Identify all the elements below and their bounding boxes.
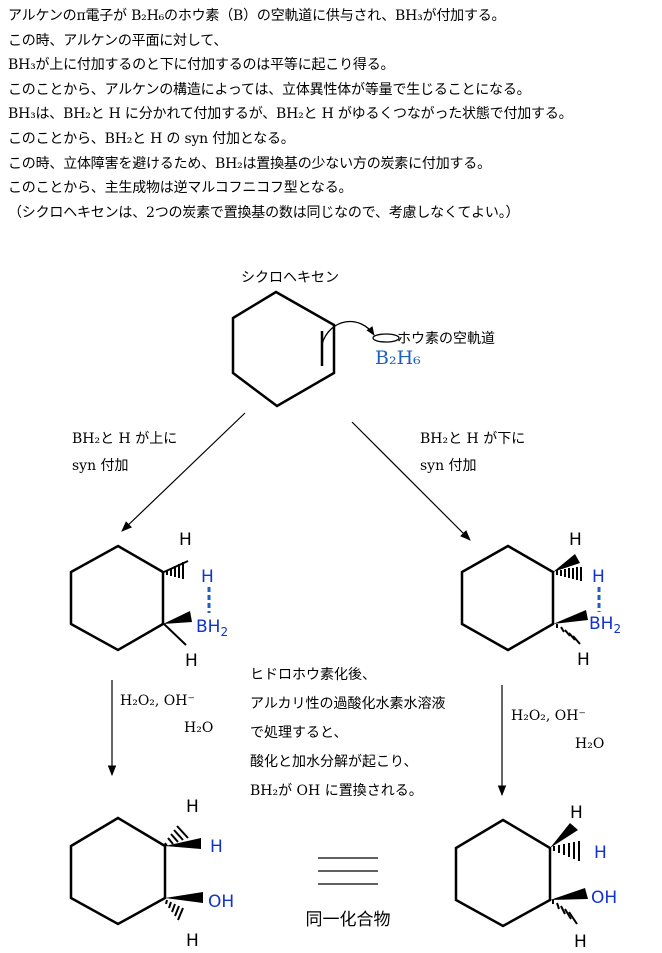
- process-note: で処理すると、: [250, 725, 347, 741]
- hashed-bond: [556, 567, 582, 581]
- right-branch-arrow: [351, 421, 471, 541]
- oxidation-reagents: H₂O: [184, 720, 213, 736]
- hydrogen-atom: H: [201, 567, 214, 587]
- hashed-bond: [164, 825, 189, 847]
- equivalence-symbol: [318, 857, 378, 885]
- wedge-bond: [553, 554, 580, 572]
- process-note: BH₂が OH に置換される。: [250, 783, 423, 799]
- wedge-bond: [553, 610, 588, 624]
- process-note: アルカリ性の過酸化水素水溶液: [250, 696, 445, 712]
- right-path-label: BH₂と H が下に: [420, 431, 525, 447]
- explanation-line: このことから、BH₂と H の syn 付加となる。: [8, 130, 295, 147]
- right-product-ring: [454, 818, 552, 928]
- process-note: 酸化と加水分解が起こり、: [250, 754, 417, 770]
- hashed-bond: [556, 624, 581, 645]
- bond-to-H: [163, 623, 187, 646]
- wedge-bond: [163, 611, 192, 624]
- wedge-bond: [165, 892, 203, 903]
- hashed-bond: [552, 900, 578, 925]
- hydrogen-atom: H: [185, 651, 198, 671]
- wedge-bond: [550, 888, 588, 900]
- oxidation-reagents: H₂O₂, OH⁻: [511, 708, 586, 724]
- hashed-bond: [165, 899, 184, 921]
- cyclohexene-label: シクロヘキセン: [241, 270, 339, 286]
- hydrogen-atom: H: [179, 530, 192, 550]
- empty-orbital-icon: [372, 333, 400, 343]
- same-compound-label: 同一化合物: [306, 910, 391, 930]
- hydroxyl-group: OH: [208, 892, 234, 912]
- explanation-line: このことから、アルケンの構造によっては、立体異性体が等量で生じることになる。: [8, 81, 531, 98]
- wedge-bond: [550, 823, 578, 848]
- left-product-ring: [69, 816, 167, 926]
- oxidation-reagents: H₂O: [575, 736, 604, 752]
- hydrogen-atom: H: [577, 650, 590, 670]
- hydrogen-atom: H: [592, 567, 605, 587]
- explanation-text: アルケンのπ電子が B₂H₆のホウ素（B）の空軌道に供与され、BH₃が付加する。…: [8, 4, 662, 225]
- orbital-label: ホウ素の空軌道: [397, 331, 495, 347]
- explanation-line: この時、立体障害を避けるため、BH₂は置換基の少ない方の炭素に付加する。: [8, 155, 491, 172]
- right-intermediate-ring: [460, 544, 555, 652]
- explanation-line: BH₃が上に付加するのと下に付加するのは平等に起こり得る。: [8, 57, 395, 74]
- hydrogen-atom: H: [210, 837, 223, 857]
- hydroxyl-group: OH: [591, 888, 617, 908]
- hydrogen-atom: H: [186, 797, 199, 817]
- explanation-line: この時、アルケンの平面に対して、: [8, 32, 228, 49]
- hydrogen-atom: H: [594, 843, 607, 863]
- hydrogen-atom: H: [574, 932, 587, 952]
- boron-group: BH2: [196, 617, 228, 639]
- b2h6-label: B₂H₆: [375, 347, 421, 369]
- hashed-bond: [553, 841, 580, 861]
- hydrogen-atom: H: [186, 931, 199, 951]
- left-path-label: syn 付加: [72, 458, 129, 474]
- explanation-line: （シクロヘキセンは、2つの炭素で置換基の数は同じなので、考慮しなくてよい。）: [8, 204, 520, 221]
- boron-group: BH2: [589, 614, 621, 636]
- right-path-label: syn 付加: [420, 458, 477, 474]
- left-path-label: BH₂と H が上に: [72, 431, 177, 447]
- hydrogen-atom: H: [569, 530, 582, 550]
- explanation-line: このことから、主生成物は逆マルコフニコフ型となる。: [8, 180, 353, 197]
- hydrogen-atom: H: [570, 803, 583, 823]
- explanation-line: BH₃は、BH₂と H に分かれて付加するが、BH₂と H がゆるくつながった状…: [8, 106, 573, 123]
- cyclohexene-ring: [231, 290, 336, 408]
- wedge-bond: [165, 838, 201, 849]
- electron-arrow: [321, 320, 375, 345]
- left-branch-arrow: [121, 412, 246, 532]
- process-note: ヒドロホウ素化後、: [250, 667, 376, 683]
- bond-to-H: [163, 560, 189, 573]
- left-intermediate-ring: [69, 544, 165, 652]
- oxidation-reagents: H₂O₂, OH⁻: [120, 693, 195, 709]
- explanation-line: アルケンのπ電子が B₂H₆のホウ素（B）の空軌道に供与され、BH₃が付加する。: [8, 8, 506, 24]
